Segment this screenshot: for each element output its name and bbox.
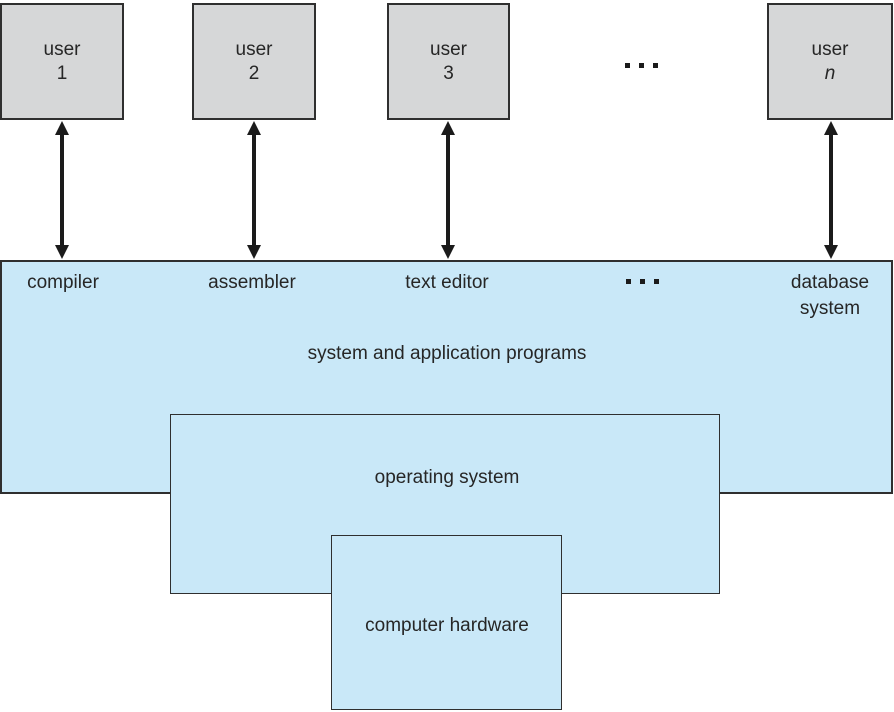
user-1-arrow-icon xyxy=(54,121,70,259)
user-n-number: n xyxy=(824,62,836,84)
operating-system-label: operating system xyxy=(374,467,520,488)
user-2-number: 2 xyxy=(248,62,260,84)
user-1-label: user xyxy=(43,38,81,60)
user-1-box: user 1 xyxy=(0,3,124,120)
user-3-label: user xyxy=(430,38,467,60)
user-2-box: user 2 xyxy=(192,3,316,120)
user-3-number: 3 xyxy=(443,62,454,84)
user-n-label: user xyxy=(811,38,849,60)
user-n-box: user n xyxy=(767,3,893,120)
database-label-line2: system xyxy=(799,298,861,319)
assembler-label: assembler xyxy=(208,272,296,293)
user-3-box: user 3 xyxy=(387,3,510,120)
computer-hardware-label: computer hardware xyxy=(365,615,529,636)
user-1-number: 1 xyxy=(56,62,68,84)
computer-hardware-layer-box xyxy=(331,535,562,710)
programs-ellipsis-icon xyxy=(621,279,663,284)
text-editor-label: text editor xyxy=(405,272,489,293)
user-2-arrow-icon xyxy=(246,121,262,259)
database-system-label: database system xyxy=(791,270,869,322)
user-2-label: user xyxy=(235,38,273,60)
database-label-line1: database xyxy=(790,272,870,293)
users-ellipsis-icon xyxy=(620,63,662,68)
system-and-application-programs-label: system and application programs xyxy=(307,343,587,364)
compiler-label: compiler xyxy=(27,272,99,293)
user-n-arrow-icon xyxy=(823,121,839,259)
user-3-arrow-icon xyxy=(440,121,456,259)
